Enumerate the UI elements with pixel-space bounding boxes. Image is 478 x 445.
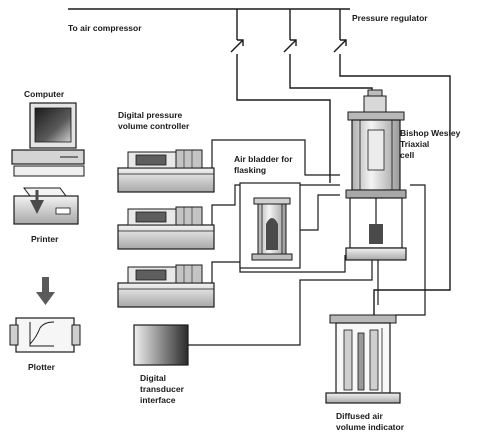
label-plotter: Plotter — [28, 362, 56, 372]
label-printer: Printer — [31, 234, 59, 244]
air-bladder-cell — [240, 183, 300, 268]
triaxial-cell — [346, 90, 406, 260]
label-air-bladder-line-1: Air bladder for — [234, 154, 293, 164]
regulator-2-icon — [284, 40, 296, 52]
pressure-regulators — [231, 40, 346, 52]
down-arrow-icon — [36, 277, 55, 305]
label-pressure-regulator: Pressure regulator — [352, 13, 428, 23]
regulator-3-icon — [334, 40, 346, 52]
label-transducer-line-1: Digital — [140, 373, 166, 383]
pressure-controller-1 — [118, 150, 214, 192]
label-air-bladder-line-2: flasking — [234, 165, 266, 175]
label-diffused-line-1: Diffused air — [336, 411, 383, 421]
label-diffused-line-2: volume indicator — [336, 422, 405, 432]
label-transducer-line-2: transducer — [140, 384, 185, 394]
diffused-air-indicator — [326, 315, 400, 403]
regulator-1-icon — [231, 40, 243, 52]
label-triaxial-line-2: Triaxial — [400, 139, 429, 149]
transducer-interface — [134, 325, 188, 365]
label-computer: Computer — [24, 89, 65, 99]
label-air-compressor: To air compressor — [68, 23, 142, 33]
label-triaxial-line-3: cell — [400, 150, 414, 160]
label-transducer-line-3: interface — [140, 395, 176, 405]
label-triaxial-line-1: Bishop Wesley — [400, 128, 461, 138]
label-dpvc-line-1: Digital pressure — [118, 110, 183, 120]
plotter-icon — [10, 318, 80, 352]
pressure-controller-3 — [118, 265, 214, 307]
label-dpvc-line-2: volume controller — [118, 121, 190, 131]
printer-icon — [14, 188, 78, 224]
pressure-controller-2 — [118, 207, 214, 249]
computer-icon — [12, 103, 84, 176]
